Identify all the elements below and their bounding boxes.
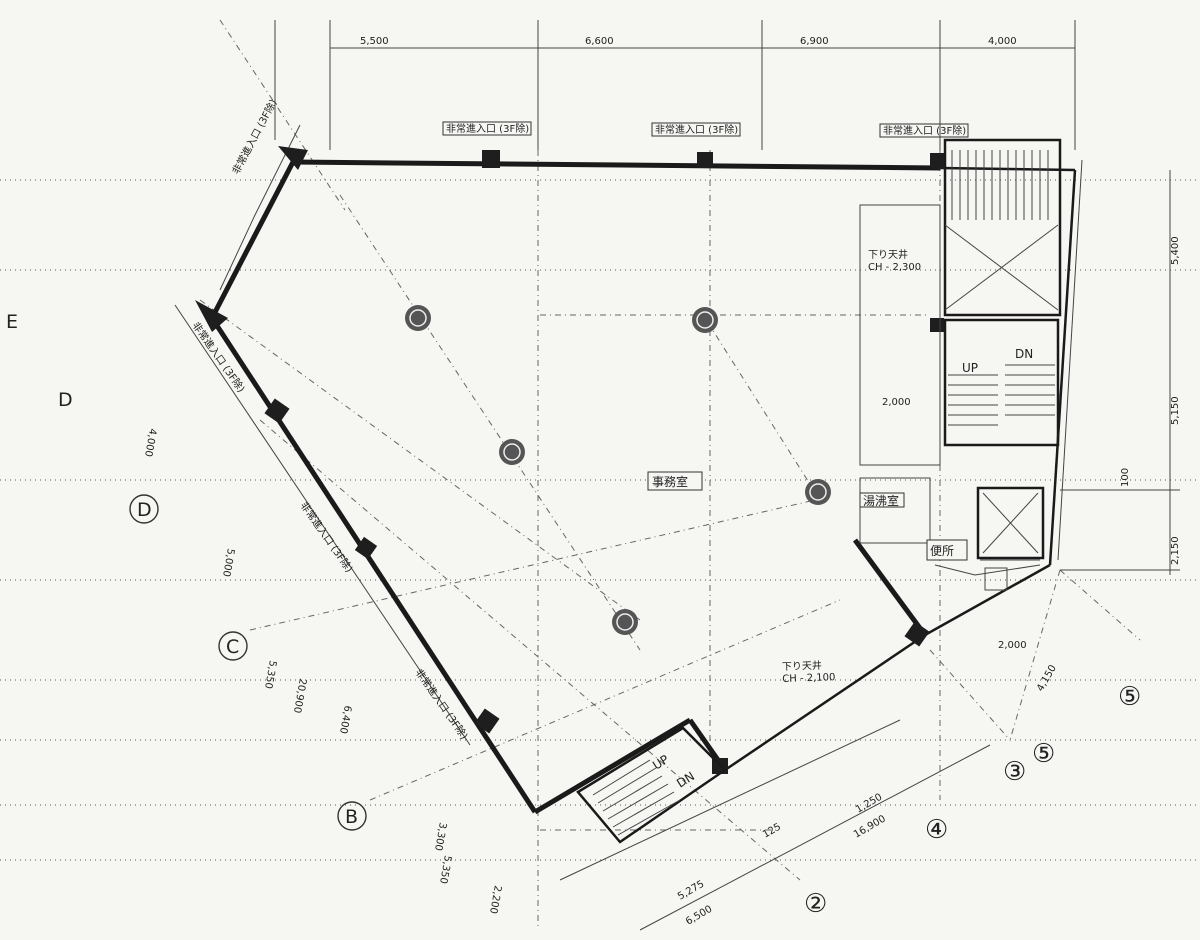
dim-inner-1: 2,000 [882,397,911,408]
lower-stair-dn: DN [674,769,697,791]
axis-B-circle [337,801,367,831]
dim-left-4: 6,400 [337,704,353,734]
axis-5a: ⑤ [1032,739,1055,769]
left-dimensions: 4,000 5,000 20,900 6,400 3,300 5,350 2,2… [142,427,503,914]
dim-bottom-1: 1,250 [854,792,884,816]
axis-3: ③ [1003,757,1026,787]
dim-left-5: 3,300 [432,821,448,851]
dim-left-2: 5,000 [220,547,236,577]
dim-left-6: 5,350 [437,854,453,884]
dim-left-1: 4,000 [142,427,158,457]
dim-inner-3: 4,150 [1035,663,1059,693]
axis-B: B [345,806,358,828]
entrance-labels: 非常進入口 (3F除) 非常進入口 (3F除) 非常進入口 (3F除) 非常進入… [190,97,969,742]
axis-D-2: D [137,499,152,521]
columns [195,146,946,774]
entrance-4: 非常進入口 (3F除) [229,97,280,177]
dim-right-4: 2,150 [1170,536,1181,565]
dim-bottom-2: 16,900 [852,814,888,841]
axis-E: E [6,311,18,333]
axis-5b: ⑤ [1118,682,1141,712]
axis-2: ② [804,889,827,919]
axis-C-circle [218,631,248,661]
office-room: 事務室 [647,471,703,491]
dim-top-3: 6,900 [800,36,829,47]
dim-top-1: 5,500 [360,36,389,47]
dim-right-2: 5,150 [1170,396,1181,425]
axis-D-1: D [58,389,73,411]
right-dimensions: 5,400 5,150 100 2,150 [1060,170,1181,575]
axis-4: ④ [925,815,948,845]
entrance-1: 非常進入口 (3F除) [446,122,529,135]
ceiling-lower-label: 下り天井CH - 2,100 [782,658,836,685]
dim-bottom-4: 6,500 [684,904,714,928]
axis-C: C [226,636,239,658]
dim-bottom-5: 125 [761,822,783,841]
dim-right-1: 5,400 [1170,236,1181,265]
dim-inner-2: 2,000 [998,640,1027,651]
entrance-2: 非常進入口 (3F除) [655,123,738,136]
axis-markers: E D D C B ② ③ ④ ⑤ ⑤ [6,311,1141,919]
grid-lines [0,19,1200,930]
dim-left-3: 20,900 [291,677,308,713]
entrance-3: 非常進入口 (3F除) [883,124,966,137]
dim-left-7: 2,200 [487,884,503,914]
entrance-6: 非常進入口 (3F除) [298,499,356,575]
interior-column [405,305,831,635]
office-label: 事務室 [652,474,688,489]
lower-stair: UP DN 下り天井CH - 2,100 [576,658,836,844]
stair-up-label: UP [962,361,978,375]
dim-top-4: 4,000 [988,36,1017,47]
stair-dn-label: DN [1015,347,1033,361]
dim-left-8: 5,350 [262,659,278,689]
dim-bottom-3: 5,275 [676,879,706,903]
toilet-label: 便所 [930,544,954,558]
axis-D-2-circle [129,494,159,524]
kitchen-label: 湯沸室 [863,493,899,508]
dim-right-3: 100 [1120,468,1131,487]
top-dimension-strip: 5,500 6,600 6,900 4,000 [274,20,1076,150]
dim-top-2: 6,600 [585,36,614,47]
